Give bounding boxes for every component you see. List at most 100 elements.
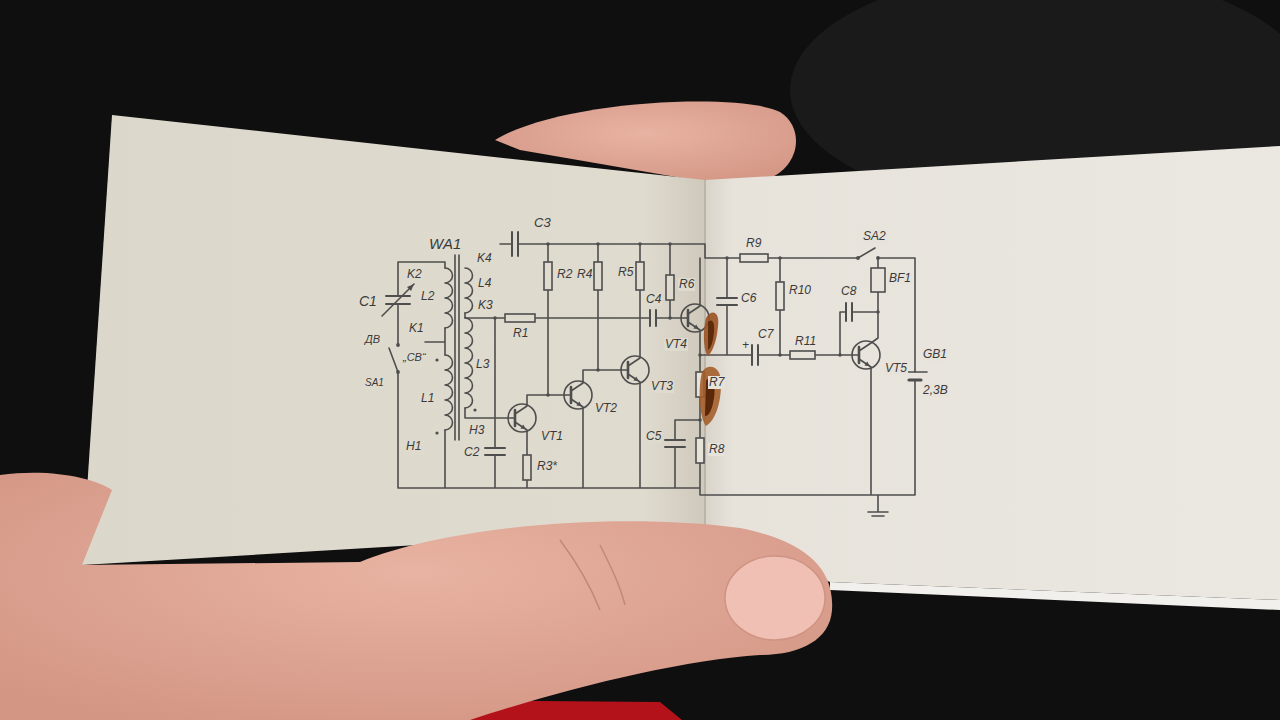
coil-label: L2 (420, 290, 435, 303)
junction-dot (778, 256, 782, 260)
resistor-label: R10 (788, 284, 812, 297)
resistor-label: R3* (536, 460, 558, 473)
antenna-label: WA1 (428, 236, 462, 252)
switch-label: SA2 (862, 230, 887, 243)
resistor-label: R9 (745, 237, 762, 250)
transistor-label: VT1 (540, 430, 564, 443)
winding-dot (435, 431, 438, 434)
resistor-symbol (790, 351, 815, 359)
switch-label: SA1 (364, 378, 385, 389)
resistor-symbol (523, 455, 531, 480)
contact-dot (396, 343, 400, 347)
junction-dot (596, 242, 600, 246)
capacitor-label: C5 (645, 430, 662, 443)
wire (398, 244, 915, 516)
contact-dot (396, 370, 400, 374)
thumb (0, 473, 832, 720)
resistor-symbol (776, 282, 784, 310)
transistor-label: VT2 (594, 402, 618, 415)
transformer-core (455, 255, 459, 440)
capacitor-label: C1 (358, 294, 378, 309)
junction-dot (638, 242, 642, 246)
tap-label: K1 (408, 322, 425, 335)
junction-dot (838, 353, 842, 357)
transistor-label: VT5 (884, 362, 908, 375)
capacitor-plates (386, 232, 852, 455)
junction-dot (668, 316, 672, 320)
coil-label: L3 (475, 358, 490, 371)
resistor-symbol (636, 262, 644, 290)
transistor-label: VT4 (664, 338, 688, 351)
left-page (82, 115, 705, 565)
earphone-label: BF1 (888, 272, 912, 285)
coil-label: L4 (477, 277, 492, 290)
capacitor-label: C7 (757, 328, 774, 341)
resistor-label: R6 (678, 278, 695, 291)
burn-mark (708, 320, 714, 350)
capacitor-label: C6 (740, 292, 757, 305)
resistor-label: R5 (617, 266, 634, 279)
tap-label: K2 (406, 268, 423, 281)
junction-dot (546, 242, 550, 246)
emitter-arrow (576, 401, 582, 406)
junction-dot (668, 242, 672, 246)
resistor-symbol (544, 262, 552, 290)
tap-label: K3 (477, 299, 494, 312)
capacitor-label: C4 (645, 293, 662, 306)
thumbnail (725, 556, 825, 640)
capacitor-label: C3 (533, 216, 552, 230)
tap-label: H1 (405, 440, 422, 453)
resistor-label: R8 (708, 443, 725, 456)
transistor-symbol (621, 356, 649, 384)
resistor-label: R1 (512, 327, 529, 340)
capacitor-label: C2 (463, 446, 480, 459)
junction-dot (546, 393, 550, 397)
resistor-symbol (505, 314, 535, 322)
junction-dot (493, 316, 497, 320)
tap-label: H3 (468, 424, 485, 437)
junction-dot (725, 256, 729, 260)
emitter-arrow (693, 324, 699, 329)
coil-l2 (445, 268, 453, 328)
coil-l4 (465, 268, 473, 313)
resistor-symbol (594, 262, 602, 290)
resistor-symbol (740, 254, 768, 262)
winding-dot (473, 408, 476, 411)
coil-l3 (465, 318, 473, 408)
variable-capacitor-arrow (382, 284, 414, 316)
right-page (705, 146, 1280, 600)
resistor-label: R7 (708, 376, 725, 389)
contact-dot (856, 256, 860, 260)
coil-label: L1 (420, 392, 435, 405)
band-label: „СВ“ (402, 352, 427, 364)
junction-dot (596, 368, 600, 372)
resistor-symbol (696, 438, 704, 463)
coil-l1 (445, 355, 453, 430)
resistor-label: R2 (556, 268, 573, 281)
voltage-label: 2,3В (922, 384, 949, 397)
emitter-arrow (633, 376, 639, 381)
contact-dot (876, 256, 880, 260)
winding-dot (435, 358, 438, 361)
resistor-symbol (666, 275, 674, 300)
battery-label: GB1 (922, 348, 948, 361)
arrow-head (407, 284, 414, 291)
transistor-symbol (564, 381, 592, 409)
earphone-symbol (871, 268, 885, 292)
switch-blade (389, 248, 875, 372)
junction-dot (778, 353, 782, 357)
battery-short-plate (909, 378, 921, 381)
junction-dot (876, 310, 880, 314)
resistor-label: R4 (576, 268, 593, 281)
polarity-mark: + (741, 339, 750, 352)
capacitor-label: C8 (840, 285, 857, 298)
junction-dot (698, 418, 702, 422)
transistor-base (515, 310, 859, 426)
emitter-arrow (520, 424, 526, 429)
transistor-symbol (852, 341, 880, 369)
burn-mark (704, 312, 718, 356)
resistor-label: R11 (794, 335, 817, 348)
